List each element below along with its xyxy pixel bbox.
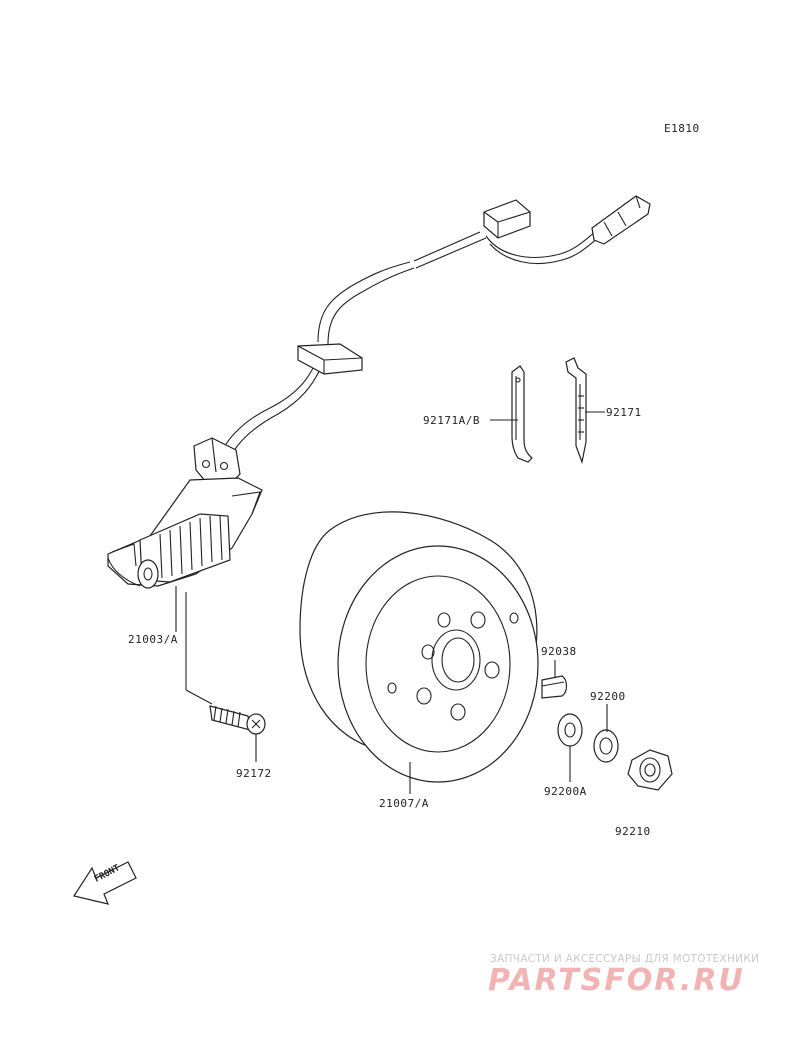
- stator-assembly: [107, 437, 263, 589]
- leader-lines: [175, 411, 608, 794]
- nut: [627, 749, 673, 791]
- label-92172: 92172: [236, 767, 272, 780]
- bullet-terminal: [591, 195, 651, 245]
- wire-clamp-a: [511, 365, 533, 463]
- washer-92200a: [557, 713, 583, 747]
- front-arrow: [73, 861, 137, 905]
- label-92210: 92210: [615, 825, 651, 838]
- watermark-logo: PARTSFOR.RU: [488, 963, 745, 998]
- wire-harness: [213, 231, 599, 473]
- watermark-tagline: ЗАПЧАСТИ И АКСЕССУАРЫ ДЛЯ МОТОТЕХНИКИ: [490, 953, 760, 965]
- coupler: [297, 343, 363, 375]
- label-21007a: 21007/A: [379, 797, 429, 810]
- label-92171ab: 92171A/B: [423, 414, 480, 427]
- connector: [483, 199, 531, 239]
- washer-92200: [593, 729, 619, 763]
- woodruff-key: [541, 675, 568, 699]
- label-21003a: 21003/A: [128, 633, 178, 646]
- label-92200: 92200: [590, 690, 626, 703]
- label-92171: 92171: [606, 406, 642, 419]
- wire-clamp-b: [565, 357, 587, 465]
- label-92038: 92038: [541, 645, 577, 658]
- flywheel: [299, 511, 539, 783]
- diagram-code: E1810: [664, 122, 700, 135]
- label-92200a: 92200A: [544, 785, 587, 798]
- stator-bolt: [209, 705, 266, 735]
